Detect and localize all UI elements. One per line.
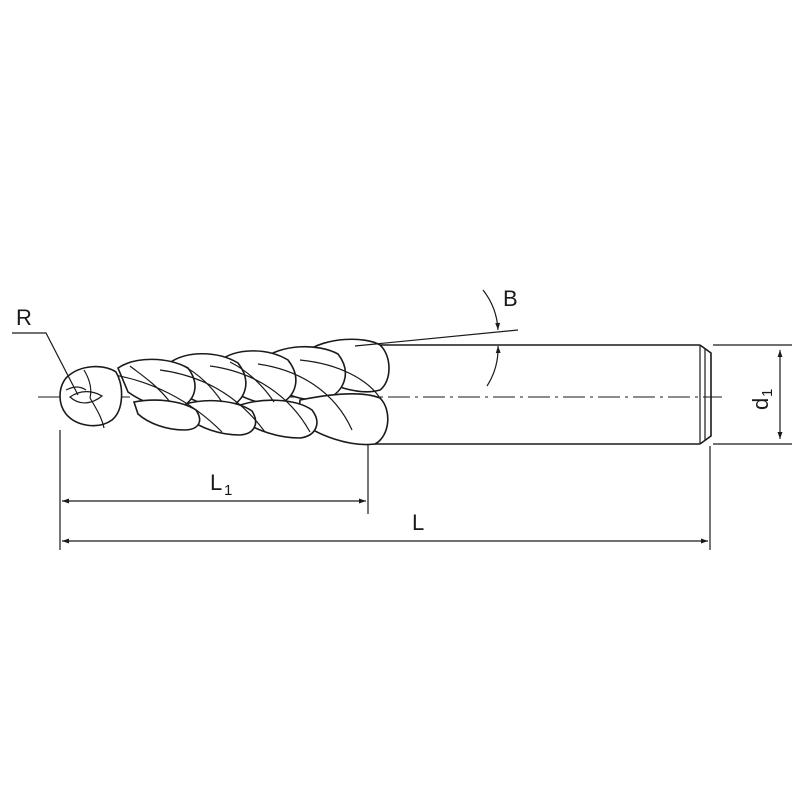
flute-lobe bbox=[297, 393, 389, 446]
overall-length-label: L bbox=[412, 510, 424, 535]
taper-angle-callout: B bbox=[354, 286, 519, 387]
radius-label: R bbox=[16, 305, 32, 330]
flute-lobe bbox=[132, 399, 201, 431]
shank-diameter-dimension: d 1 bbox=[713, 344, 792, 445]
diameter-label-subscript: 1 bbox=[759, 389, 776, 397]
flute-length-label-subscript: 1 bbox=[224, 482, 232, 499]
flute-length-dimension: L 1 bbox=[62, 470, 366, 504]
radius-callout: R bbox=[12, 305, 79, 396]
overall-length-dimension: L bbox=[62, 510, 708, 544]
flute-section bbox=[59, 338, 390, 446]
flute-lobe bbox=[185, 399, 257, 436]
flute-lobe bbox=[239, 399, 318, 439]
angle-label: B bbox=[503, 286, 518, 311]
diameter-label: d bbox=[748, 398, 773, 410]
shank bbox=[368, 344, 712, 445]
flute-length-label: L bbox=[210, 470, 222, 495]
